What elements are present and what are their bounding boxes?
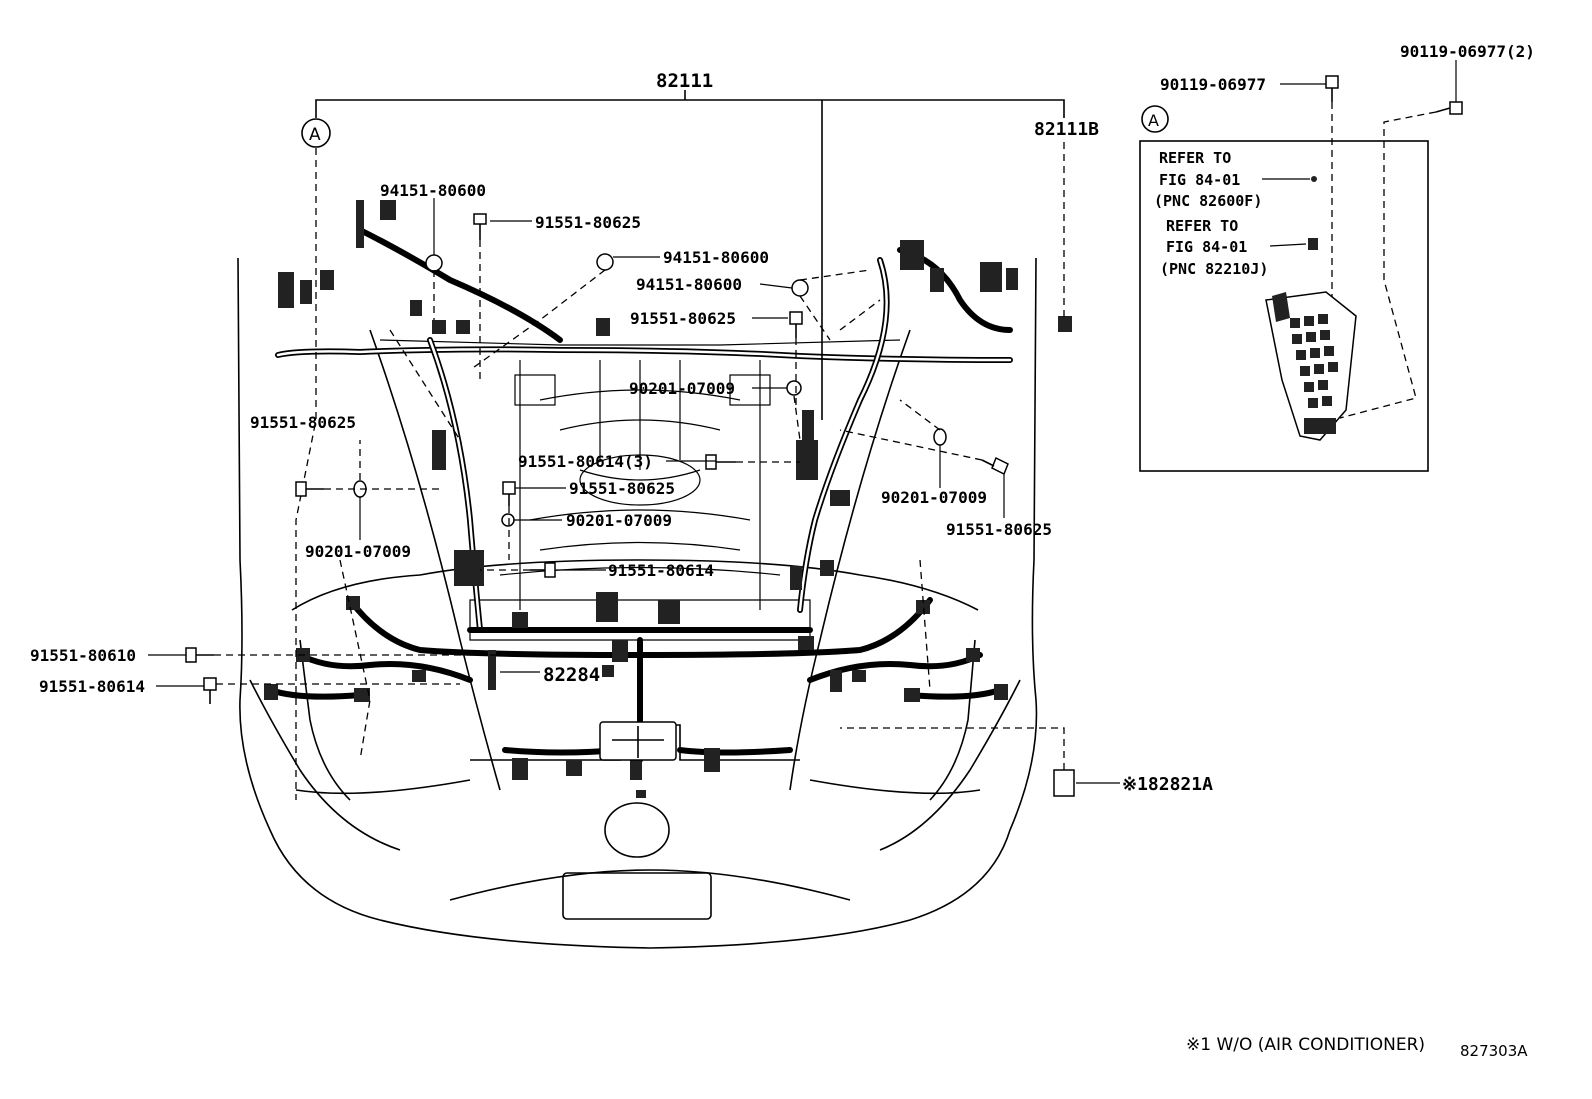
wire-harness xyxy=(267,227,1013,763)
reference-a-left: A xyxy=(295,118,331,800)
figure-code: 827303A xyxy=(1460,1042,1528,1060)
label-91551-80610: 91551-80610 xyxy=(30,646,136,665)
inset-refer1-line2: FIG 84-01 xyxy=(1159,171,1240,189)
label-94151-80600-b: 94151-80600 xyxy=(663,248,769,267)
inset-refer2-line2: FIG 84-01 xyxy=(1166,238,1247,256)
inset-refer1-line3: (PNC 82600F) xyxy=(1154,192,1262,210)
label-91551-80625-right: 91551-80625 xyxy=(946,520,1052,539)
label-90119-06977-b: 90119-06977(2) xyxy=(1400,42,1535,61)
junction-block xyxy=(1265,291,1357,441)
inset-frame xyxy=(1139,140,1429,472)
label-82821a: ※182821A xyxy=(1122,774,1213,795)
svg-text:A: A xyxy=(309,125,321,145)
part-number-labels: 94151-80600 91551-80625 94151-80600 9415… xyxy=(30,42,1535,795)
inset-refer1-line1: REFER TO xyxy=(1159,149,1231,167)
label-82111: 82111 xyxy=(656,70,713,92)
label-94151-80600-c: 94151-80600 xyxy=(636,275,742,294)
label-91551-80614-left: 91551-80614 xyxy=(39,677,145,696)
label-90201-07009-a: 90201-07009 xyxy=(629,379,735,398)
label-91551-80614-3: 91551-80614(3) xyxy=(518,452,653,471)
fasteners xyxy=(185,75,1463,797)
inset-refer2-line3: (PNC 82210J) xyxy=(1160,260,1268,278)
label-82284: 82284 xyxy=(543,664,600,686)
label-82111b: 82111B xyxy=(1034,119,1099,140)
label-94151-80600-a: 94151-80600 xyxy=(380,181,486,200)
main-harness-bracket xyxy=(315,90,1065,420)
harness-connectors xyxy=(264,200,1072,798)
leader-lines xyxy=(148,60,1457,784)
label-90201-07009-right: 90201-07009 xyxy=(881,488,987,507)
label-91551-80625-c: 91551-80625 xyxy=(569,479,675,498)
label-91551-80614-mid: 91551-80614 xyxy=(608,561,714,580)
label-90119-06977-a: 90119-06977 xyxy=(1160,75,1266,94)
inset-refer2-line1: REFER TO xyxy=(1166,217,1238,235)
vehicle-body-outline xyxy=(237,257,1038,949)
label-90201-07009-b: 90201-07009 xyxy=(566,511,672,530)
label-91551-80625-b: 91551-80625 xyxy=(630,309,736,328)
label-91551-80625-a: 91551-80625 xyxy=(535,213,641,232)
label-91551-80625-left: 91551-80625 xyxy=(250,413,356,432)
label-90201-07009-left: 90201-07009 xyxy=(305,542,411,561)
footnote: ※1 W/O (AIR CONDITIONER) xyxy=(1186,1035,1425,1055)
inset-detail-a: A REFER TO FIG 84-01 (PNC 82600F) REFER … xyxy=(1139,105,1429,472)
reference-a-right: A xyxy=(1148,111,1159,130)
